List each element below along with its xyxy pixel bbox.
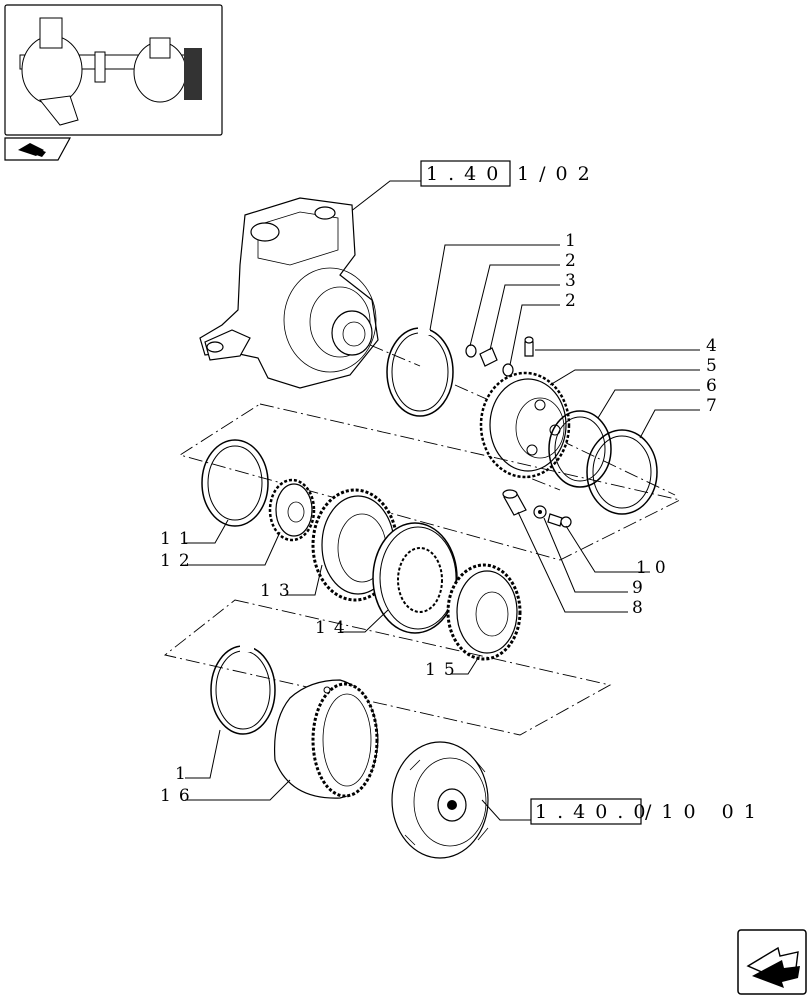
callout-4: 4 [706,336,725,356]
callout-6: 6 [706,376,725,396]
steering-knuckle-housing [199,197,379,389]
ref-bottom-boxed: 1.40.0 [535,801,655,823]
callout-7: 7 [706,396,725,416]
spacer-2a [465,344,477,358]
bush-8 [502,489,527,516]
washer-9 [533,505,547,519]
book-tab-icon[interactable] [4,137,72,161]
bolt-10 [547,513,572,528]
callout-1b: 1 [175,764,194,784]
callout-1a: 1 [565,231,584,251]
ref-top-rest: 1/02 [517,163,600,185]
callout-2a: 2 [565,251,584,271]
callout-13: 13 [260,581,298,601]
group-box-middle [178,403,682,561]
gear-15 [446,563,522,661]
callout-5: 5 [706,356,725,376]
snap-ring-11 [201,439,269,527]
seal-ring-6 [548,410,612,488]
callout-3: 3 [565,271,584,291]
spacer-2b [502,363,514,377]
callout-10: 10 [636,558,674,578]
friction-disc-14 [372,522,458,634]
callout-15: 15 [425,660,463,680]
callout-8: 8 [632,598,651,618]
grease-nipple-4 [524,336,534,357]
callout-12: 12 [160,551,198,571]
pin-3 [479,347,498,367]
snap-ring-1-lower [210,644,276,735]
axle-thumbnail-drawing [19,17,202,126]
callout-11: 11 [160,529,198,549]
snap-ring-1-top [386,327,454,417]
ref-top-boxed: 1.40 [426,163,508,185]
callout-16: 16 [160,786,198,806]
ref-bottom-rest: /10 01 [645,801,766,823]
planet-carrier-5 [479,371,571,479]
shim-ring-7 [586,429,658,515]
ref-top[interactable]: 1.40 1/02 [349,160,600,213]
wheel-hub-housing [391,741,489,859]
next-page-arrow-icon[interactable] [737,929,807,995]
callout-2b: 2 [565,291,584,311]
callout-14: 14 [315,618,353,638]
assembly-thumbnail [4,4,223,136]
callout-9: 9 [632,578,651,598]
ring-gear-16 [273,679,379,799]
sun-gear-12 [268,478,316,542]
group-box-lower [163,599,612,736]
ref-bottom[interactable]: 1.40.0 /10 01 [481,798,766,825]
